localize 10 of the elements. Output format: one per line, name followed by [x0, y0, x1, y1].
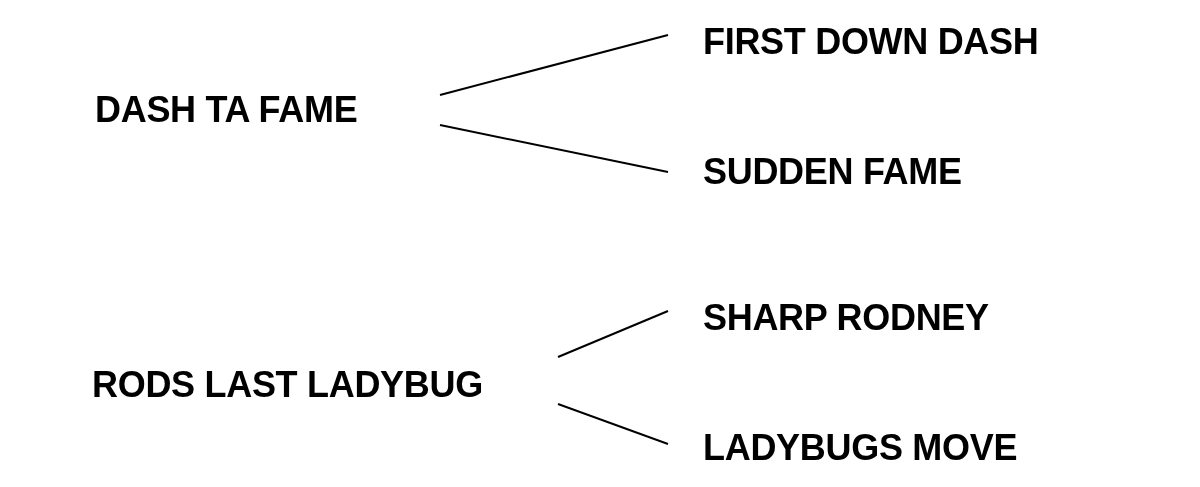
connector-line [557, 403, 669, 445]
name-label: SUDDEN FAME [703, 154, 962, 190]
name-label: LADYBUGS MOVE [703, 430, 1018, 466]
name-label: DASH TA FAME [95, 92, 358, 128]
connector-line [439, 124, 669, 173]
name-label: RODS LAST LADYBUG [92, 367, 483, 403]
name-label: SHARP RODNEY [703, 300, 989, 336]
connector-line [557, 310, 669, 358]
name-label: FIRST DOWN DASH [703, 24, 1039, 60]
connector-line [439, 34, 669, 96]
